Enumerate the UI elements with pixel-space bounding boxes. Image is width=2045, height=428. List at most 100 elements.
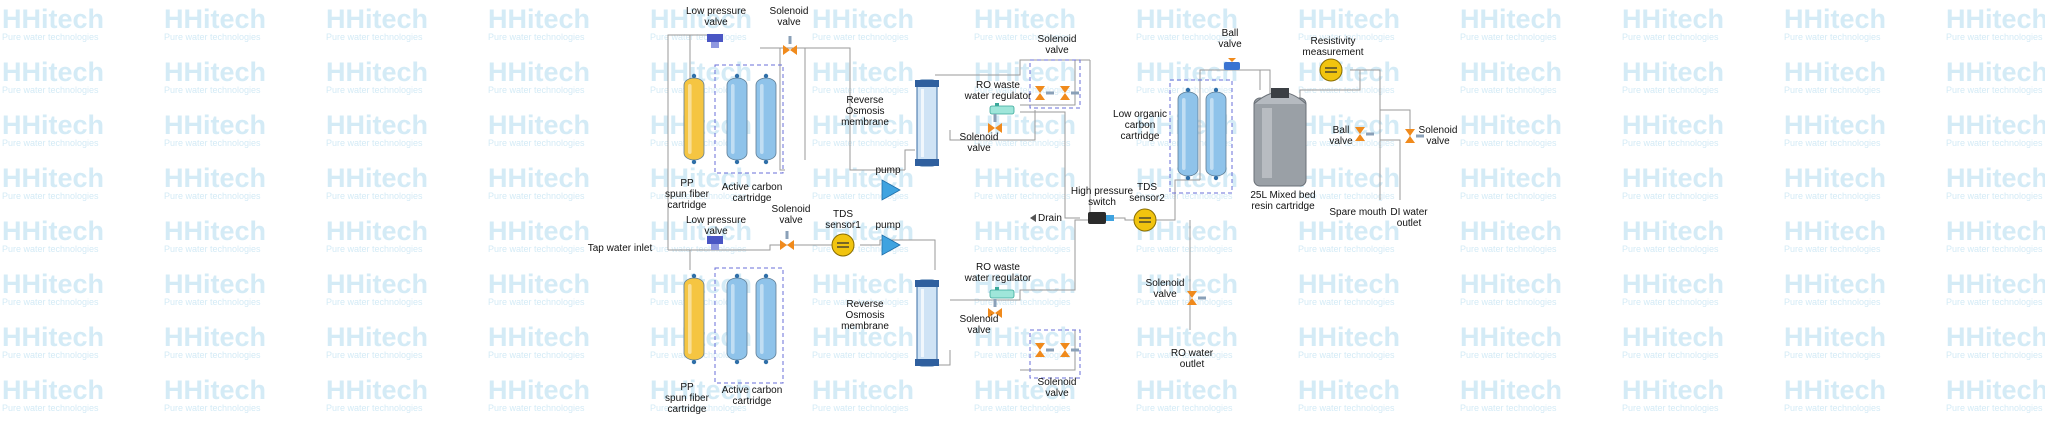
watermark-slogan: Pure water technologies — [812, 403, 909, 413]
watermark-brand: HHitech — [1460, 375, 1562, 405]
watermark-slogan: Pure water technologies — [1946, 191, 2043, 201]
watermark-brand: HHitech — [1784, 322, 1886, 352]
watermark-slogan: Pure water technologies — [974, 32, 1071, 42]
watermark-slogan: Pure water technologies — [1784, 297, 1881, 307]
drain-arrow — [1030, 214, 1036, 222]
watermark-brand: HHitech — [1460, 269, 1562, 299]
watermark-slogan: Pure water technologies — [812, 85, 909, 95]
watermark-brand: HHitech — [2, 57, 104, 87]
watermark-brand: HHitech — [1946, 163, 2045, 193]
watermark-brand: HHitech — [2, 322, 104, 352]
watermark-slogan: Pure water technologies — [974, 350, 1071, 360]
watermark-brand: HHitech — [650, 163, 752, 193]
watermark-slogan: Pure water technologies — [1622, 85, 1719, 95]
ro-membrane-top — [915, 79, 939, 167]
watermark-brand: HHitech — [326, 216, 428, 246]
watermark-brand: HHitech — [1298, 110, 1400, 140]
watermark-brand: HHitech — [326, 163, 428, 193]
watermark-brand: HHitech — [1946, 110, 2045, 140]
watermark-slogan: Pure water technologies — [164, 85, 261, 95]
watermark-brand: HHitech — [1460, 4, 1562, 34]
watermark-slogan: Pure water technologies — [2, 244, 99, 254]
watermark-brand: HHitech — [2, 375, 104, 405]
watermark-brand: HHitech — [326, 269, 428, 299]
carbon-cartridge-top-b — [755, 73, 777, 165]
watermark-slogan: Pure water technologies — [1946, 32, 2043, 42]
watermark-slogan: Pure water technologies — [812, 191, 909, 201]
watermark-brand: HHitech — [488, 4, 590, 34]
watermark-brand: HHitech — [974, 375, 1076, 405]
watermark-brand: HHitech — [1622, 322, 1724, 352]
watermark-brand: HHitech — [812, 322, 914, 352]
watermark-brand: HHitech — [1622, 269, 1724, 299]
watermark-slogan: Pure water technologies — [1460, 297, 1557, 307]
pipe-top-vert — [779, 48, 785, 171]
watermark-brand: HHitech — [488, 163, 590, 193]
low-organic-cartridge-a — [1177, 87, 1199, 181]
carbon-cartridge-bottom-a — [726, 273, 748, 365]
ball-valve-top — [1224, 58, 1240, 70]
label-pump-bottom: pump — [875, 220, 900, 231]
watermark-brand: HHitech — [1946, 375, 2045, 405]
watermark-brand: HHitech — [164, 4, 266, 34]
watermark-slogan: Pure water technologies — [1460, 191, 1557, 201]
watermark-slogan: Pure water technologies — [1784, 350, 1881, 360]
watermark-slogan: Pure water technologies — [488, 191, 585, 201]
watermark-brand: HHitech — [1622, 110, 1724, 140]
watermark-brand: HHitech — [1622, 216, 1724, 246]
watermark-brand: HHitech — [1298, 269, 1400, 299]
carbon-cartridge-top-a — [726, 73, 748, 165]
watermark-brand: HHitech — [488, 269, 590, 299]
watermark-slogan: Pure water technologies — [164, 191, 261, 201]
tds-sensor2 — [1133, 208, 1157, 232]
watermark-brand: HHitech — [650, 216, 752, 246]
watermark-brand: HHitech — [1784, 110, 1886, 140]
solenoid-ro-outlet — [1187, 291, 1206, 305]
watermark-slogan: Pure water technologies — [1622, 244, 1719, 254]
ro-membrane-bottom — [915, 279, 939, 367]
ball-valve-right — [1355, 127, 1374, 141]
pipe-bottom-pump — [860, 239, 936, 270]
low-organic-cartridge-b — [1205, 87, 1227, 181]
watermark-brand: HHitech — [1298, 375, 1400, 405]
pipe-top-waste — [949, 110, 1036, 141]
watermark-slogan: Pure water technologies — [2, 297, 99, 307]
watermark-slogan: Pure water technologies — [974, 138, 1071, 148]
watermark-slogan: Pure water technologies — [326, 191, 423, 201]
watermark-slogan: Pure water technologies — [812, 244, 909, 254]
watermark-slogan: Pure water technologies — [1298, 191, 1395, 201]
watermark-brand: HHitech — [1298, 216, 1400, 246]
watermark-slogan: Pure water technologies — [1622, 403, 1719, 413]
resistivity-sensor — [1319, 58, 1343, 82]
watermark-brand: HHitech — [1298, 322, 1400, 352]
watermark-slogan: Pure water technologies — [1946, 244, 2043, 254]
watermark-slogan: Pure water technologies — [974, 244, 1071, 254]
label-tap-water-inlet: Tap water inlet — [588, 243, 653, 254]
watermark-brand: HHitech — [488, 375, 590, 405]
watermark-brand: HHitech — [1298, 4, 1400, 34]
watermark-slogan: Pure water technologies — [1298, 297, 1395, 307]
solenoid-waste-bottom — [988, 299, 1002, 318]
watermark-brand: HHitech — [2, 269, 104, 299]
pipe-to-resistivity — [1299, 69, 1411, 140]
watermark-slogan: Pure water technologies — [1460, 85, 1557, 95]
watermark-brand: HHitech — [812, 216, 914, 246]
watermark-slogan: Pure water technologies — [1298, 244, 1395, 254]
watermark-brand: HHitech — [974, 4, 1076, 34]
watermark-brand: HHitech — [1784, 57, 1886, 87]
dashed-box-low-organic — [1169, 79, 1233, 194]
watermark-slogan: Pure water technologies — [2, 32, 99, 42]
watermark-brand: HHitech — [326, 4, 428, 34]
watermark-brand: HHitech — [1460, 163, 1562, 193]
watermark-brand: HHitech — [326, 375, 428, 405]
watermark-slogan: Pure water technologies — [2, 85, 99, 95]
